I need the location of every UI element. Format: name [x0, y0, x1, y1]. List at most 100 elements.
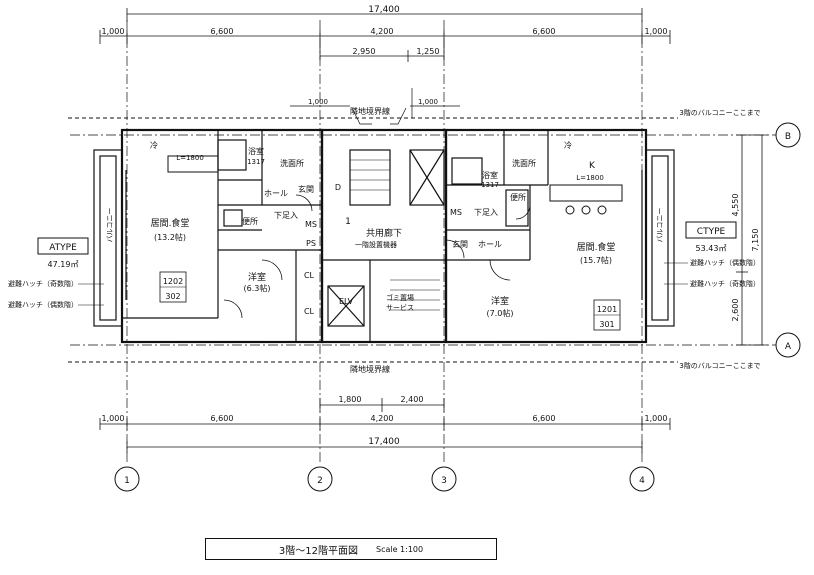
dim-top-5: 1,000 — [645, 27, 668, 36]
c-type-bath: 浴室 — [482, 170, 498, 180]
dim-bottom-1: 1,000 — [102, 414, 125, 423]
grid-col-4: 4 — [639, 476, 645, 486]
c-type-living-size: (15.7帖) — [580, 255, 612, 265]
dim-top-3: 4,200 — [371, 27, 394, 36]
drawing-title: 3階～12階平面図 — [278, 545, 358, 557]
a-type-toilet: 便所 — [242, 216, 258, 226]
dim-bottom-4: 6,600 — [533, 414, 556, 423]
a-type-balcony: バルコニー — [106, 208, 114, 243]
c-type-toilet: 便所 — [510, 192, 526, 202]
a-type-hatch-1: 避難ハッチ（奇数階） — [8, 279, 78, 288]
dim-top-1: 1,000 — [102, 27, 125, 36]
balcony-note-top: 3階のバルコニーここまで — [679, 108, 760, 117]
c-type-badge-box — [685, 221, 737, 239]
a-type-badge-box — [37, 237, 89, 255]
dim-right-upper: 4,550 — [731, 194, 740, 217]
grid-axes — [70, 20, 778, 462]
c-type-badge: CTYPE — [697, 227, 726, 237]
c-type-shoe: 下足入 — [474, 208, 498, 217]
a-type-living: 居間.食堂 — [151, 217, 190, 229]
grid-bubbles — [114, 122, 801, 492]
a-type-cl-1: CL — [304, 271, 315, 280]
c-type-bath-size: 1317 — [481, 181, 499, 189]
a-type-kitchen-len: L=1800 — [176, 154, 204, 162]
common-note: 一階設置機器 — [355, 240, 397, 249]
dim-top-mid-2: 1,250 — [417, 47, 440, 56]
balcony-note-bottom: 3階のバルコニーここまで — [679, 361, 760, 370]
a-type-cl-2: CL — [304, 307, 315, 316]
c-type-wash: 洗面所 — [512, 158, 536, 168]
a-type-hatch-2: 避難ハッチ（偶数階） — [8, 300, 78, 309]
c-type-balcony: バルコニー — [656, 208, 664, 243]
dim-bottom-2: 6,600 — [211, 414, 234, 423]
a-type-hall: ホール — [264, 189, 288, 198]
common-garbage: ゴミ置場 — [386, 293, 414, 302]
c-type-hall: ホール — [478, 240, 502, 249]
a-type-ms: MS — [305, 220, 317, 229]
common-d: D — [335, 183, 341, 192]
c-type-bedroom: 洋室 — [491, 295, 509, 307]
a-type-bedroom-size: (6.3帖) — [244, 283, 271, 293]
common-corridor-no: 1 — [345, 217, 351, 227]
boundary-lines — [68, 117, 678, 363]
a-type-bath-size: 1317 — [247, 158, 265, 166]
grid-row-a: A — [785, 342, 792, 352]
grid-col-1: 1 — [124, 476, 130, 486]
c-type-area: 53.43㎡ — [696, 244, 727, 253]
kitchen-counters — [167, 155, 623, 215]
a-type-bath: 浴室 — [248, 146, 264, 156]
dim-top-total: 17,400 — [368, 5, 400, 15]
a-type-shoe: 下足入 — [274, 211, 298, 220]
boundary-top-label: 隣地境界線 — [350, 106, 390, 116]
dim-bottom-mid-1: 1,800 — [339, 395, 362, 404]
a-type-room-no-top: 1202 — [163, 277, 183, 286]
drawing-title-box: 3階～12階平面図 Scale 1:100 — [205, 538, 497, 560]
c-type-reizo: 冷 — [564, 140, 572, 150]
c-type-kitchen: K — [589, 161, 596, 171]
c-type-living: 居間.食堂 — [577, 241, 616, 253]
c-type-bedroom-size: (7.0帖) — [487, 308, 514, 318]
dim-small-left: 1,000 — [308, 98, 328, 106]
c-type-room-no-bottom: 301 — [599, 320, 614, 329]
a-type-bedroom: 洋室 — [248, 271, 266, 283]
a-type-wash: 洗面所 — [280, 158, 304, 168]
grid-row-b: B — [785, 132, 791, 142]
a-type-room-no-bottom: 302 — [165, 292, 180, 301]
c-type-room-no-top: 1201 — [597, 305, 617, 314]
grid-col-3: 3 — [441, 476, 447, 486]
dim-top-4: 6,600 — [533, 27, 556, 36]
right-dimensions — [736, 134, 768, 346]
a-type-area: 47.19㎡ — [48, 260, 79, 269]
c-type-hatch-1: 避難ハッチ（偶数階） — [690, 258, 760, 267]
door-swings — [223, 194, 531, 319]
dim-bottom-total: 17,400 — [368, 437, 400, 447]
c-type-kitchen-len: L=1800 — [576, 174, 604, 182]
stairs — [350, 159, 440, 311]
c-type-ms: MS — [450, 208, 462, 217]
common-corridor: 共用廊下 — [366, 227, 402, 239]
windows — [121, 170, 647, 343]
a-type-badge: ATYPE — [49, 243, 77, 253]
dim-bottom-mid-2: 2,400 — [401, 395, 424, 404]
drawing-scale: Scale 1:100 — [375, 544, 424, 554]
c-type-hatch-2: 避難ハッチ（奇数階） — [690, 279, 760, 288]
bottom-dimensions — [99, 398, 671, 453]
boundary-bottom-label: 隣地境界線 — [350, 364, 390, 374]
dim-bottom-5: 1,000 — [645, 414, 668, 423]
c-type-entry: 玄関 — [452, 239, 468, 249]
a-type-ps: PS — [306, 239, 316, 248]
a-type-reizo: 冷 — [150, 140, 158, 150]
dim-right-lower: 2,600 — [731, 299, 740, 322]
dim-small-right: 1,000 — [418, 98, 438, 106]
top-dimensions — [99, 8, 671, 62]
common-ev: ELV — [339, 297, 354, 306]
dim-top-2: 6,600 — [211, 27, 234, 36]
a-type-entry: 玄関 — [298, 184, 314, 194]
dim-right-total: 7,150 — [751, 229, 760, 252]
a-type-living-size: (13.2帖) — [154, 232, 186, 242]
dim-top-mid-1: 2,950 — [353, 47, 376, 56]
grid-col-2: 2 — [317, 476, 323, 486]
common-service: サービス — [386, 303, 414, 312]
dim-bottom-3: 4,200 — [371, 414, 394, 423]
